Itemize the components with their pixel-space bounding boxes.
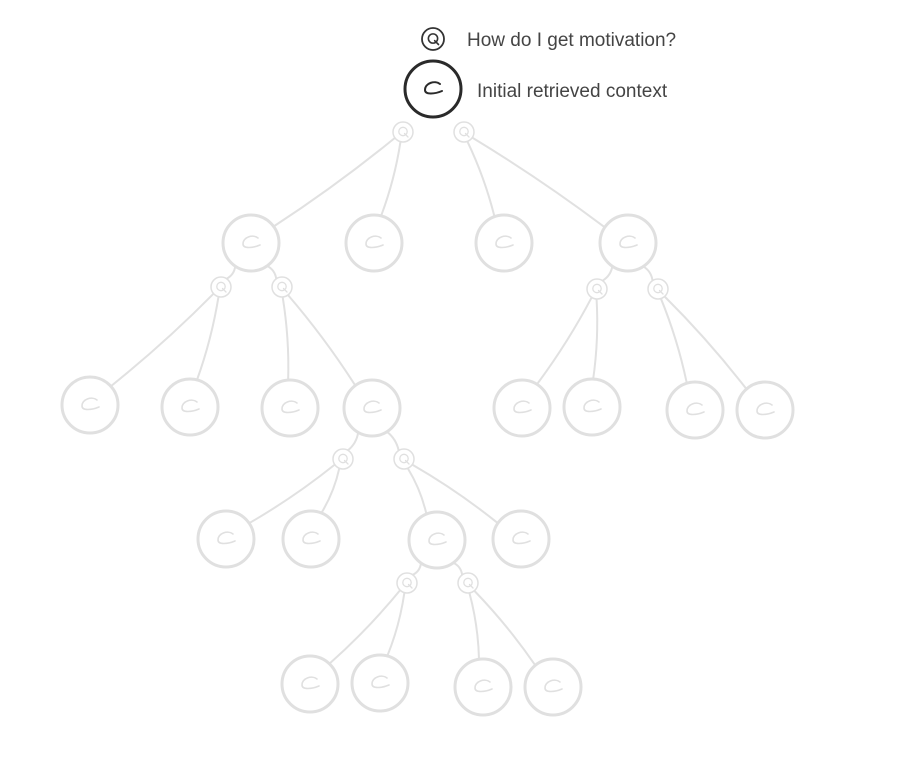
context-node-icon (562, 377, 622, 437)
tree-edge (385, 430, 400, 452)
tree-edge (473, 589, 537, 667)
query-node-icon (393, 448, 415, 470)
tree-edge (266, 264, 278, 280)
legend-query-icon (421, 27, 445, 51)
legend-query-label: How do I get motivation? (467, 30, 676, 51)
context-node-icon (196, 509, 256, 569)
tree-edge (659, 297, 688, 385)
tree-edge (196, 295, 220, 381)
context-node-icon (60, 375, 120, 435)
tree-edge (272, 136, 396, 228)
tree-edge (109, 292, 215, 388)
context-node-icon (221, 213, 281, 273)
context-node-icon (665, 380, 725, 440)
query-node-icon (457, 572, 479, 594)
legend: How do I get motivation? Initial retriev… (403, 27, 676, 119)
query-node-icon (586, 278, 608, 300)
context-node-icon (598, 213, 658, 273)
context-node-icon (407, 510, 467, 570)
tree-edge (471, 136, 606, 229)
context-node-icon (474, 213, 534, 273)
context-node-icon (342, 378, 402, 438)
tree-edge (535, 296, 593, 386)
query-node-icon (392, 121, 414, 143)
tree-nodes (60, 121, 795, 717)
context-node-icon (735, 380, 795, 440)
tree-edge (406, 467, 428, 516)
tree-edge (386, 591, 406, 657)
legend-context-label: Initial retrieved context (477, 81, 668, 102)
context-node-icon (523, 657, 583, 717)
tree-edge (346, 431, 360, 452)
tree-edge (642, 265, 654, 282)
tree-edge (248, 463, 336, 525)
tree-edge (466, 140, 496, 218)
context-node-icon (350, 653, 410, 713)
tree-edge (281, 295, 290, 382)
query-node-icon (453, 121, 475, 143)
query-node-icon (332, 448, 354, 470)
context-node-icon (260, 378, 320, 438)
query-node-icon (396, 572, 418, 594)
query-node-icon (271, 276, 293, 298)
legend-context-icon (403, 59, 463, 119)
context-node-icon (160, 377, 220, 437)
context-node-icon (492, 378, 552, 438)
query-node-icon (210, 276, 232, 298)
tree-edge (320, 467, 341, 515)
tree-edge (601, 265, 614, 282)
context-node-icon (491, 509, 551, 569)
tree-edge (380, 140, 402, 217)
tree-edge (592, 297, 599, 381)
context-node-icon (280, 654, 340, 714)
tree-edge (328, 589, 402, 665)
context-node-icon (453, 657, 513, 717)
tree-edge (452, 561, 464, 576)
context-node-icon (281, 509, 341, 569)
tree-edge (468, 591, 481, 661)
query-node-icon (647, 278, 669, 300)
tree-edge (663, 295, 748, 391)
tree-edge (286, 294, 357, 387)
tree-edge (411, 561, 422, 576)
context-node-icon (344, 213, 404, 273)
tree-edge (411, 463, 499, 525)
tree-edge (225, 265, 237, 280)
